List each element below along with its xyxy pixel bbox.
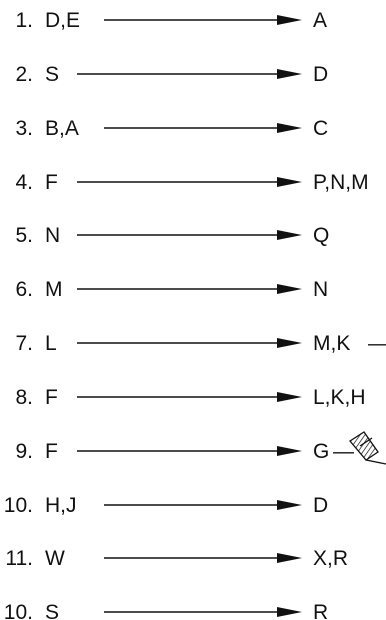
arrow-head: [277, 230, 302, 240]
rule-right: L,K,H: [313, 386, 366, 409]
rule-number: 9.: [15, 440, 33, 463]
rule-left: W: [45, 547, 65, 570]
arrow-head: [277, 123, 302, 133]
rule-number: 6.: [15, 278, 33, 301]
rule-right: D: [313, 63, 328, 86]
rule-left: B,A: [45, 117, 79, 140]
rule-row: 7. L M,K —: [15, 332, 386, 355]
arrow-head: [277, 607, 302, 617]
rule-number: 10.: [4, 494, 33, 517]
rule-left: H,J: [45, 494, 77, 517]
rule-number: 1.: [15, 9, 33, 32]
rule-left: L: [45, 332, 57, 355]
rule-row: 3. B,A C: [15, 117, 328, 140]
rule-right: R: [313, 601, 328, 620]
rule-row: 5. N Q: [15, 224, 329, 247]
rule-row: 9. F G —: [15, 431, 386, 465]
rule-left: F: [45, 386, 58, 409]
rule-right: M,K: [313, 332, 350, 355]
rule-right: X,R: [313, 547, 348, 570]
rule-right: A: [313, 9, 327, 32]
arrow-head: [277, 392, 302, 402]
rule-row: 10. S R: [4, 601, 328, 620]
rule-left: N: [45, 224, 60, 247]
rule-number: 7.: [15, 332, 33, 355]
rule-right: G: [313, 440, 329, 463]
rule-number: 11.: [5, 547, 33, 570]
rule-right: P,N,M: [313, 171, 369, 194]
rule-right: Q: [313, 224, 329, 247]
arrow-head: [277, 15, 302, 25]
rule-number: 2.: [15, 63, 33, 86]
rule-number: 4.: [15, 171, 33, 194]
rule-row: 10. H,J D: [4, 494, 328, 517]
rule-tail: —: [368, 332, 386, 355]
arrow-head: [277, 177, 302, 187]
rule-right: D: [313, 494, 328, 517]
rule-left: F: [45, 440, 58, 463]
arrow-head: [277, 553, 302, 563]
rule-row: 8. F L,K,H: [15, 386, 365, 409]
rule-tail: —: [333, 440, 354, 463]
arrow-head: [277, 338, 302, 348]
rule-number: 3.: [15, 117, 33, 140]
rule-number: 8.: [15, 386, 33, 409]
rule-left: M: [45, 278, 63, 301]
rule-number: 10.: [4, 601, 33, 620]
rule-number: 5.: [15, 224, 33, 247]
rule-left: S: [45, 63, 59, 86]
hatched-brush-icon: [349, 431, 386, 465]
rule-left: D,E: [45, 9, 80, 32]
arrow-head: [277, 446, 302, 456]
rule-row: 11. W X,R: [5, 547, 348, 570]
rule-row: 6. M N: [15, 278, 328, 301]
arrow-head: [277, 500, 302, 510]
rule-left: F: [45, 171, 58, 194]
rule-row: 2. S D: [15, 63, 328, 86]
rule-right: N: [313, 278, 328, 301]
arrow-head: [277, 284, 302, 294]
rule-left: S: [45, 601, 59, 620]
rule-row: 4. F P,N,M: [15, 171, 368, 194]
rule-right: C: [313, 117, 328, 140]
arrow-head: [277, 69, 302, 79]
rule-row: 1. D,E A: [15, 9, 327, 32]
